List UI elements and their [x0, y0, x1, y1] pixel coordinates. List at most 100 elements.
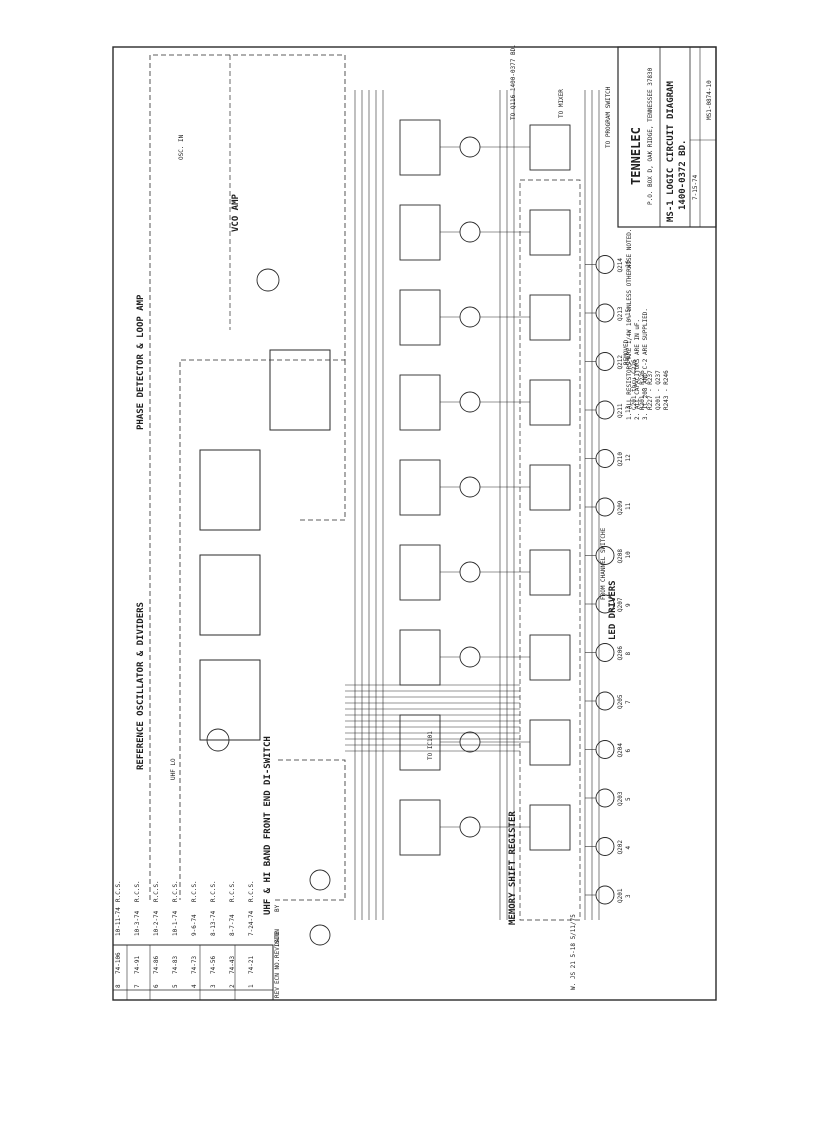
flip-flop-ic — [399, 714, 441, 771]
revision-cell: 9-6-74 — [191, 914, 198, 936]
revision-cell: 4 — [191, 984, 198, 988]
revision-cell: R.C.S. — [153, 880, 160, 902]
revision-cell: 74-21 — [248, 956, 255, 974]
pin-number: 8 — [625, 652, 632, 656]
revision-cell: R.C.S. — [229, 880, 236, 902]
flip-flop-ic — [399, 629, 441, 686]
removed-item-4: Q201 - Q237 — [655, 370, 662, 410]
led-driver-label: Q211 — [617, 403, 624, 418]
led-driver-label: Q213 — [617, 306, 624, 321]
transistor — [459, 306, 481, 328]
revision-cell: 2 — [229, 984, 236, 988]
pin-number: 12 — [625, 454, 632, 462]
revision-cell: R.C.S. — [248, 880, 255, 902]
led-driver-label: Q212 — [617, 355, 624, 370]
shift-register-ic — [529, 719, 571, 766]
label-uhf-switch: UHF & HI BAND FRONT END DI-SWITCH — [263, 736, 273, 915]
revision-cell: 74-73 — [191, 956, 198, 974]
ref-program-switch: TO PROGRAM SWITCH — [605, 86, 612, 148]
revision-cell: 10-2-74 — [153, 910, 160, 936]
ref-vco-osc: OSC. IN — [178, 134, 185, 160]
divider-ic — [269, 349, 331, 431]
pin-number: 5 — [625, 797, 632, 801]
revision-header: DATE — [274, 931, 281, 946]
transistor — [459, 646, 481, 668]
shift-register-ic — [529, 549, 571, 596]
pin-number: 4 — [625, 846, 632, 850]
revision-cell: 74-56 — [210, 956, 217, 974]
pin-number: 11 — [625, 502, 632, 510]
shift-register-ic — [529, 294, 571, 341]
label-vco-amp: VCO AMP — [231, 193, 241, 232]
drawing-border — [112, 46, 717, 1001]
label-phase-det: PHASE DETECTOR & LOOP AMP — [136, 294, 146, 430]
note-2: 2. ALL CAPACITORS ARE IN uF. — [634, 319, 641, 420]
ref-channel-switch: FROM CHANNEL SWITCHE — [600, 527, 607, 600]
flip-flop-ic — [399, 459, 441, 516]
pin-number: 13 — [625, 405, 632, 413]
pin-number: 9 — [625, 603, 632, 607]
pin-number: 14 — [625, 357, 632, 365]
revision-cell: 74-86 — [153, 956, 160, 974]
flip-flop-ic — [399, 119, 441, 176]
transistor — [459, 391, 481, 413]
removed-block: REMOVED C201 thru C226 R201 - R226 R227 … — [623, 339, 670, 410]
section-boxes — [149, 54, 581, 921]
transistor — [459, 136, 481, 158]
company-name: TENNELEC — [629, 127, 643, 185]
revision-header: REVISION — [274, 929, 281, 958]
revision-cell: 74-91 — [134, 956, 141, 974]
removed-item-3: R227 - R237 — [647, 370, 654, 410]
transistor — [459, 816, 481, 838]
led-driver-label: Q202 — [617, 840, 624, 855]
revision-cell: 1 — [248, 984, 255, 988]
flip-flop-ic — [399, 204, 441, 261]
revision-cell: R.C.S. — [172, 880, 179, 902]
revision-cell: 8 — [115, 984, 122, 988]
revision-cell: 3 — [210, 984, 217, 988]
revision-cell: 10-1-74 — [172, 910, 179, 936]
title-block: TENNELEC P.O. BOX D, OAK RIDGE, TENNESSE… — [617, 46, 717, 228]
shift-register-ic — [529, 124, 571, 171]
revision-cell: R.C.S. — [191, 880, 198, 902]
revision-cell: 8-7-74 — [229, 914, 236, 936]
revision-cell: 10-3-74 — [134, 910, 141, 936]
revision-header: REV — [274, 987, 281, 998]
revision-header: ECN NO. — [274, 959, 281, 984]
divider-ic — [199, 449, 261, 531]
pin-number: 15 — [625, 308, 632, 316]
pin-number: 10 — [625, 551, 632, 559]
revision-cell: 5 — [172, 984, 179, 988]
revision-cell: R.C.S. — [210, 880, 217, 902]
led-driver-label: Q205 — [617, 694, 624, 709]
led-driver-label: Q214 — [617, 258, 624, 273]
oscillator-transistor — [206, 728, 230, 752]
company-address: P.O. BOX D, OAK RIDGE, TENNESSEE 37830 — [647, 67, 654, 205]
ref-ic101: TO IC101 — [427, 731, 434, 760]
revision-cell: 10-11-74 — [115, 907, 122, 936]
revision-header: BY — [274, 904, 281, 912]
vco-transistor — [256, 268, 280, 292]
removed-heading: REMOVED — [623, 339, 630, 365]
transistor — [459, 731, 481, 753]
flip-flop-ic — [399, 374, 441, 431]
revision-cell: 74-106 — [115, 952, 122, 974]
transistor — [459, 221, 481, 243]
removed-item-5: R243 - R246 — [663, 370, 670, 410]
drawing-title: MS-1 LOGIC CIRCUIT DIAGRAM — [666, 81, 676, 222]
note-1: 1. ALL RESISTORS ARE 1/4W 10% UNLESS OTH… — [626, 229, 633, 420]
flip-flop-ic — [399, 289, 441, 346]
revision-cell: 7-24-74 — [248, 910, 255, 936]
revision-block: 8 74-106 10-11-74 R.C.S. 7 74-91 10-3-74 R.C.S.… — [112, 880, 281, 1001]
ref-mixer: TO MIXER — [558, 89, 565, 118]
transistor — [459, 476, 481, 498]
revision-cell: R.C.S. — [134, 880, 141, 902]
revision-cell: 7 — [134, 984, 141, 988]
label-ref-osc: REFERENCE OSCILLATOR & DIVIDERS — [136, 602, 146, 770]
led-driver-label: Q206 — [617, 646, 624, 661]
led-driver-label: Q204 — [617, 743, 624, 758]
removed-item-2: R201 - R226 — [639, 370, 646, 410]
flip-flop-ic — [399, 799, 441, 856]
